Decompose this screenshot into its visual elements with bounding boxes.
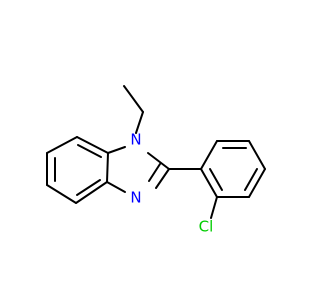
bond-n1-c2 (147, 152, 170, 170)
bond-n3-c3a (106, 181, 126, 193)
bond-c7a-c7 (76, 136, 109, 154)
molecule-canvas: N N Cl (46, 85, 266, 236)
bond-phenyl-inner-3 (209, 168, 223, 191)
atom-label-cl: Cl (199, 218, 214, 236)
bond-c2-n3-inner (148, 163, 161, 182)
bond-c3prime-c4prime (248, 168, 266, 198)
bond-c6prime-c1prime (200, 140, 218, 170)
bond-ch2-ch3 (123, 85, 144, 113)
bond-phenyl-inner-2 (244, 168, 258, 191)
bond-benzo-inner-1 (77, 144, 102, 158)
bond-c7a-n1 (107, 146, 126, 154)
atom-label-n1: N (130, 131, 141, 149)
bond-c3a-c7a (106, 152, 109, 183)
bond-c2prime-cl (210, 196, 218, 219)
atom-label-n3: N (130, 189, 141, 207)
bond-c5-c4 (46, 184, 77, 204)
bond-c4-c3a (75, 181, 108, 204)
bond-c1prime-c2prime (200, 168, 218, 198)
bond-benzo-inner-3 (76, 179, 101, 196)
bond-c2-n3-outer (155, 168, 170, 189)
molecule-structure: N N Cl (46, 85, 266, 236)
bond-c4prime-c5prime (248, 140, 266, 170)
bond-n1-ch2 (135, 111, 144, 134)
bond-c7-c6 (46, 136, 78, 154)
